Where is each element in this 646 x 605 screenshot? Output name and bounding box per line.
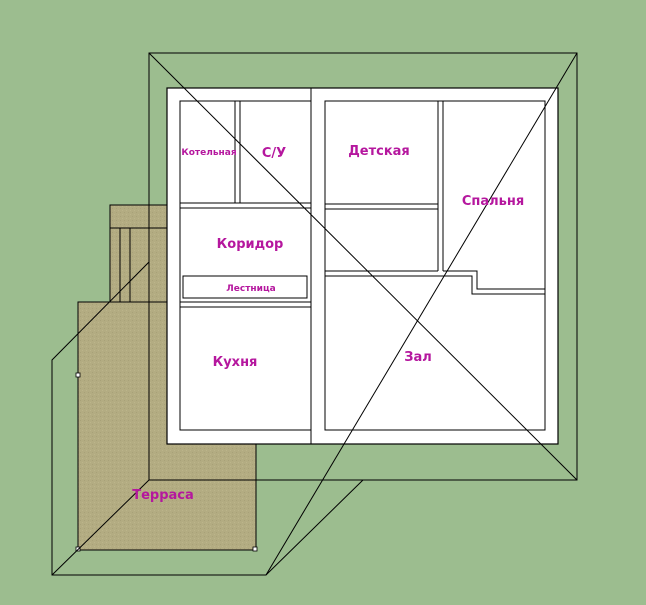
roof-terrace: [51, 53, 364, 576]
left-block-inner: [179, 100, 312, 431]
label-hall: Зал: [404, 350, 432, 365]
terrace-post: [75, 372, 81, 378]
label-bathroom: С/У: [262, 146, 286, 161]
room-labels: Котельная С/У Детская Спальня Коридор Ле…: [132, 144, 524, 503]
wall-line: [443, 270, 545, 290]
label-boiler: Котельная: [181, 148, 236, 158]
roof-ridge: [265, 52, 578, 576]
label-kitchen: Кухня: [213, 355, 258, 370]
roof-outline: [51, 52, 578, 576]
label-bedroom: Спальня: [462, 194, 524, 209]
label-corridor: Коридор: [217, 237, 284, 252]
label-terrace: Терраса: [132, 488, 194, 503]
roof-ridge: [51, 479, 150, 576]
label-stairs: Лестница: [226, 284, 275, 294]
label-kids-room: Детская: [348, 144, 410, 159]
wall-line: [325, 275, 545, 295]
stairs-box: [182, 275, 308, 299]
deck-upper: [109, 204, 169, 303]
terrace-post: [252, 546, 258, 552]
roof-ridge: [148, 52, 578, 481]
